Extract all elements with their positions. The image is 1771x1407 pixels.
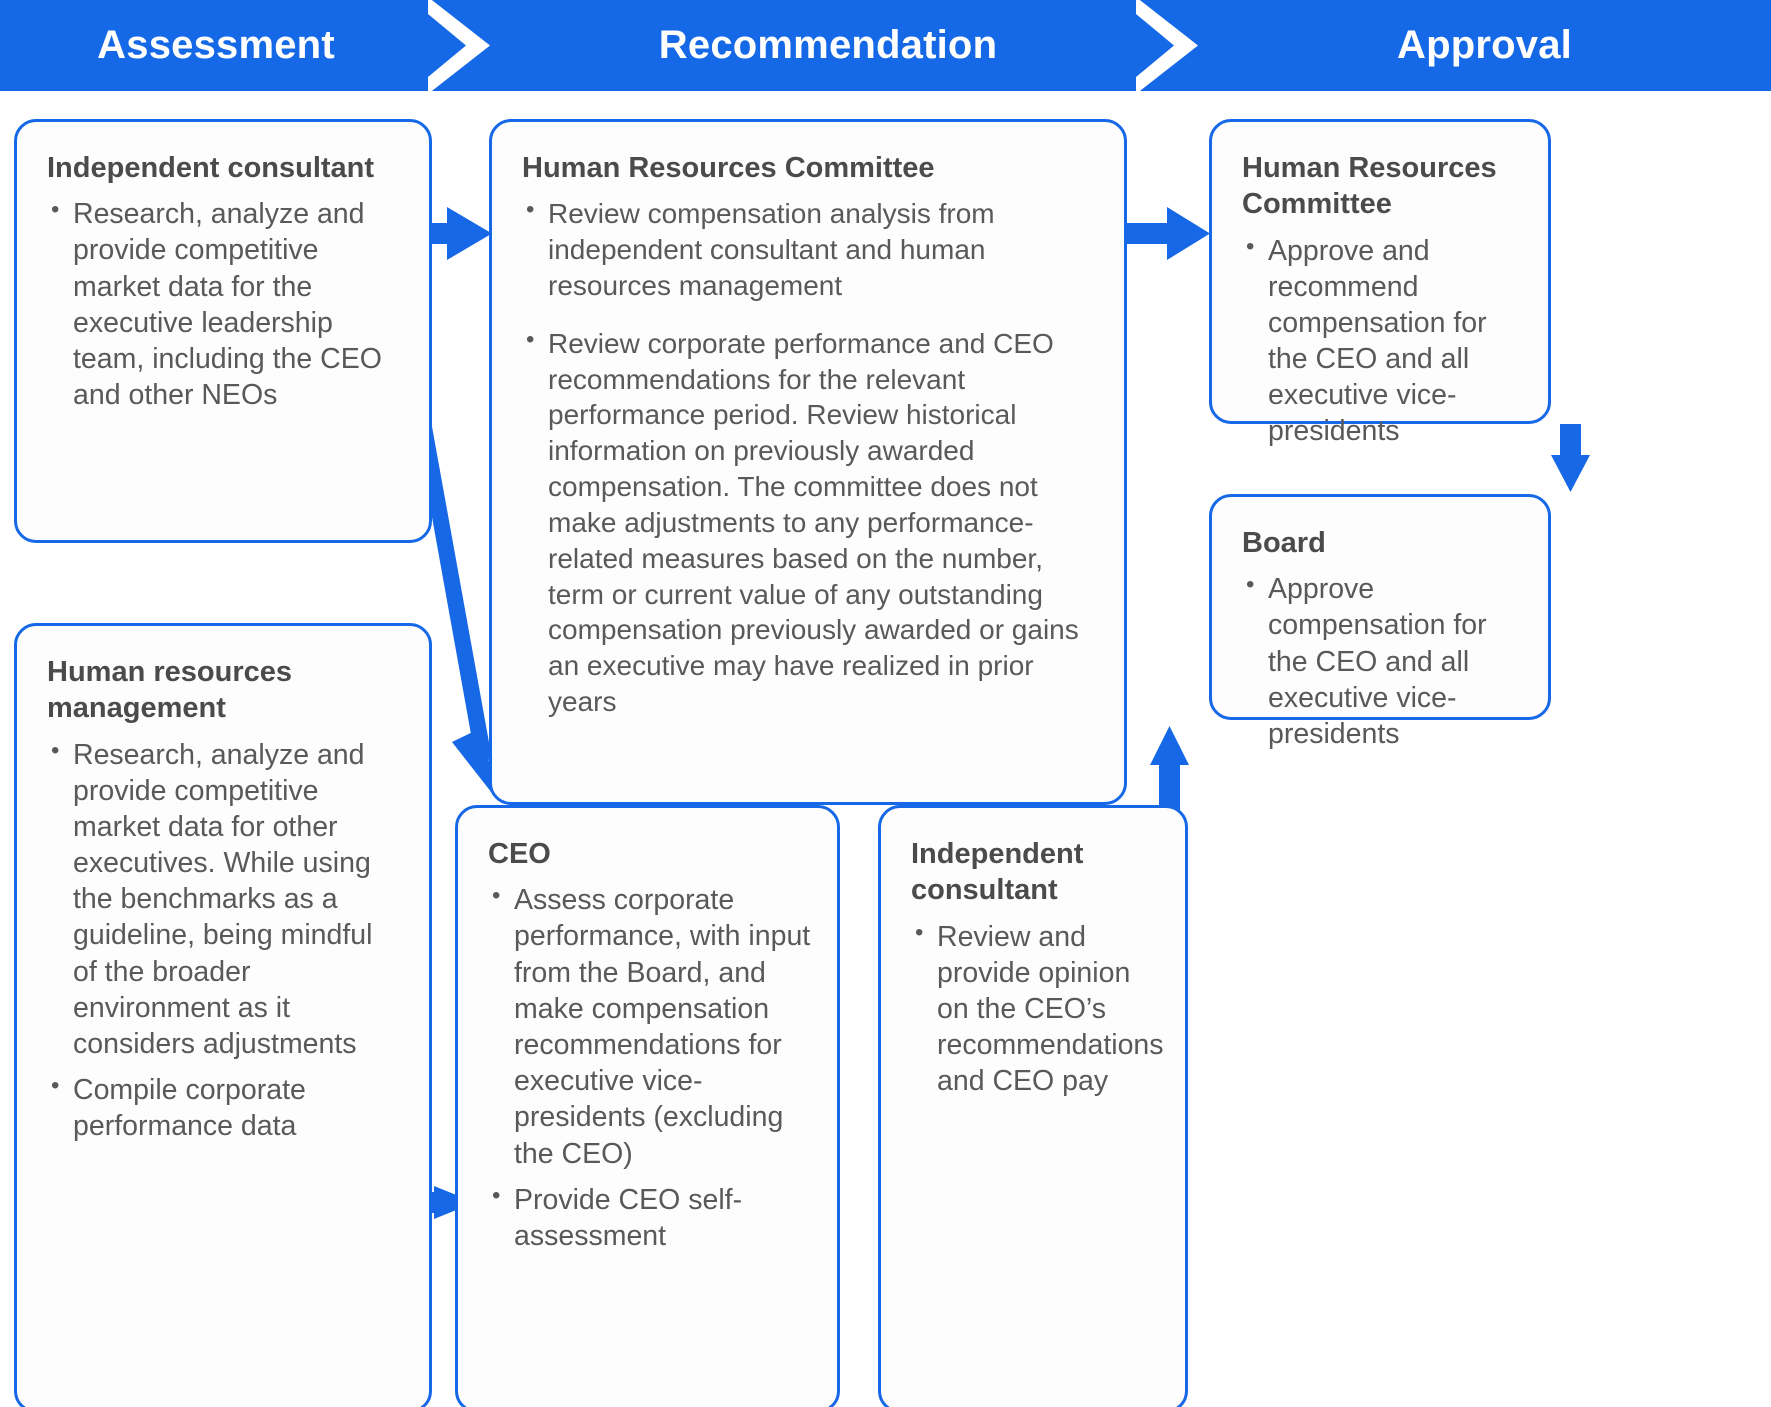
bullet-list: Review and provide opinion on the CEO’s … [911,918,1164,1100]
arrow-independent-consultant-review-to-hr-committee [1150,726,1189,810]
box-title: Human Resources Committee [1242,152,1497,221]
list-item: Review and provide opinion on the CEO’s … [911,918,1164,1100]
arrow-hr-committee-to-approval [1126,207,1210,260]
list-item: Compile corporate performance data [47,1071,403,1144]
phase-recommendation-label: Recommendation [658,23,998,67]
chevron-right-icon-2 [1136,0,1198,91]
box-independent-consultant-review[interactable]: Independent consultant Review and provid… [878,805,1188,1407]
box-title: Independent consultant [47,152,375,184]
box-ceo[interactable]: CEO Assess corporate performance, with i… [455,805,840,1407]
list-item: Research, analyze and provide competitiv… [47,195,403,413]
list-item: Review compensation analysis from indepe… [522,195,1098,303]
box-title: Board [1242,527,1326,559]
bullet-list: Approve and recommend compensation for t… [1242,231,1522,450]
box-hr-committee-recommendation[interactable]: Human Resources Committee Review compens… [489,119,1127,805]
box-title: Independent consultant [911,838,1084,907]
phase-approval-label: Approval [1397,23,1572,67]
box-title: CEO [488,838,551,870]
box-title: Human resources management [47,656,292,725]
bullet-list: Research, analyze and provide competitiv… [47,195,403,413]
chevron-right-icon-1 [428,0,490,91]
bullet-list: Review compensation analysis from indepe… [522,195,1098,720]
box-hr-management[interactable]: Human resources management Research, ana… [14,623,432,1407]
list-item: Approve and recommend compensation for t… [1242,231,1522,450]
bullet-list: Assess corporate performance, with input… [488,881,811,1254]
box-title: Human Resources Committee [522,152,935,184]
box-hr-committee-approval[interactable]: Human Resources Committee Approve and re… [1209,119,1551,447]
phase-banner: Assessment Recommendation Approval [0,0,1771,91]
list-item: Review corporate performance and CEO rec… [522,325,1098,720]
bullet-list: Research, analyze and provide competitiv… [47,736,403,1145]
box-independent-consultant-assessment[interactable]: Independent consultant Research, analyze… [14,119,432,543]
list-item: Approve compensation for the CEO and all… [1242,570,1522,752]
phase-approval: Approval [1198,0,1771,91]
list-item: Research, analyze and provide competitiv… [47,736,403,1063]
phase-assessment: Assessment [0,0,432,91]
arrow-hr-committee-approval-to-board [1551,424,1590,492]
bullet-list: Approve compensation for the CEO and all… [1242,570,1522,752]
list-item: Assess corporate performance, with input… [488,881,811,1172]
phase-assessment-label: Assessment [97,23,335,67]
list-item: Provide CEO self-assessment [488,1181,811,1254]
box-board[interactable]: Board Approve compensation for the CEO a… [1209,494,1551,750]
phase-recommendation: Recommendation [490,0,1166,91]
